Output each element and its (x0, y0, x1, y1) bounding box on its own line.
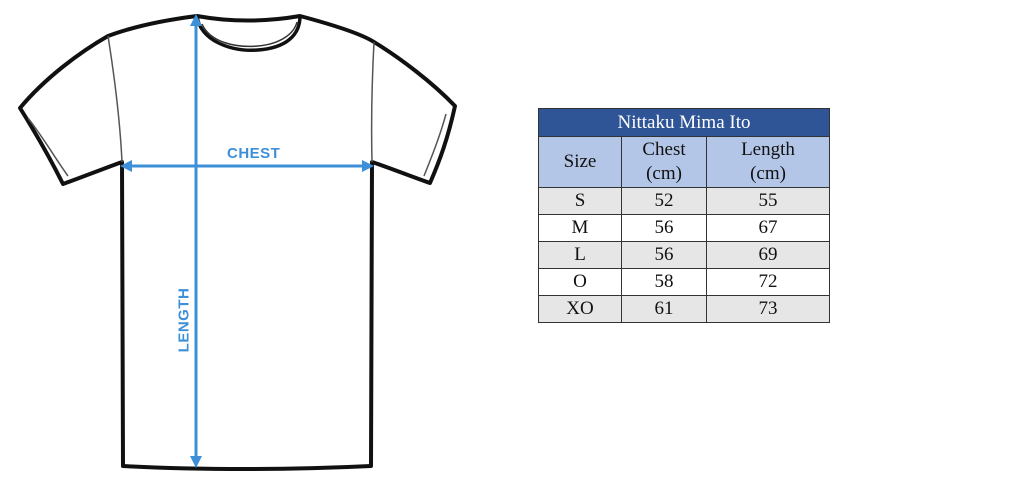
cell-chest: 58 (621, 268, 707, 296)
header-chest-line2: (cm) (646, 163, 682, 184)
tshirt-outline (18, 14, 457, 471)
cell-size: O (538, 268, 622, 296)
cell-length: 67 (706, 214, 830, 242)
header-length-line1: Length (741, 139, 795, 160)
cell-size: L (538, 241, 622, 269)
header-chest-line1: Chest (642, 139, 686, 160)
table-row: S 52 55 (538, 187, 830, 215)
cell-length: 69 (706, 241, 830, 269)
cell-size: S (538, 187, 622, 215)
sleeve-seam-right (370, 41, 375, 163)
table-row: XO 61 73 (538, 295, 830, 323)
header-size-text: Size (563, 151, 597, 172)
cell-size: M (538, 214, 622, 242)
sleeve-hem-right (423, 113, 447, 177)
cell-chest: 61 (621, 295, 707, 323)
cell-chest: 56 (621, 214, 707, 242)
header-size: Size (538, 136, 622, 188)
cell-length: 73 (706, 295, 830, 323)
length-arrow (190, 14, 202, 468)
cell-size: XO (538, 295, 622, 323)
length-label: LENGTH (175, 287, 193, 353)
cell-chest: 56 (621, 241, 707, 269)
tshirt-measurement-diagram (18, 14, 457, 471)
table-row: L 56 69 (538, 241, 830, 269)
cell-length: 72 (706, 268, 830, 296)
tshirt-collar-seam (201, 21, 298, 48)
cell-chest: 52 (621, 187, 707, 215)
header-length: Length (cm) (706, 136, 830, 188)
size-chart-table: Nittaku Mima Ito Size Chest (cm) Length … (538, 108, 830, 323)
chest-label: CHEST (227, 145, 281, 162)
table-row: O 58 72 (538, 268, 830, 296)
sleeve-hem-left (27, 117, 69, 177)
table-row: M 56 67 (538, 214, 830, 242)
sleeve-seam-left (107, 35, 123, 163)
cell-length: 55 (706, 187, 830, 215)
tshirt-collar (195, 15, 302, 52)
table-title: Nittaku Mima Ito (538, 108, 830, 137)
header-length-line2: (cm) (750, 163, 786, 184)
header-chest: Chest (cm) (621, 136, 707, 188)
chest-arrow (120, 160, 374, 172)
